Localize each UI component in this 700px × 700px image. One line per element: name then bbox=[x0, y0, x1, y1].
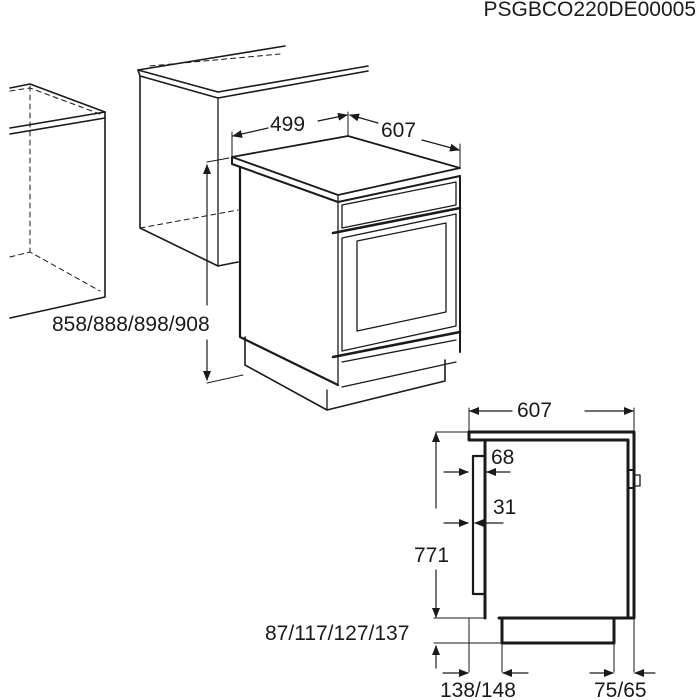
depth-607-label: 607 bbox=[381, 119, 416, 142]
body-height-771-label: 771 bbox=[414, 544, 449, 567]
width-499-label: 499 bbox=[270, 113, 305, 136]
door-offset-68-label: 68 bbox=[491, 446, 514, 469]
height-range-label: 858/888/898/908 bbox=[52, 313, 210, 336]
plinth-height-label: 87/117/127/137 bbox=[265, 622, 409, 645]
cooker-side-view bbox=[467, 430, 641, 645]
left-cabinet bbox=[9, 83, 106, 319]
front-plinth-offset-label: 138/148 bbox=[440, 679, 516, 700]
panel-offset-31-label: 31 bbox=[493, 496, 516, 519]
cooker-perspective bbox=[231, 135, 462, 411]
perspective-dimensions bbox=[203, 111, 461, 384]
rear-plinth-offset-label: 75/65 bbox=[594, 679, 647, 700]
side-view-dimensions bbox=[432, 407, 656, 677]
side-depth-607-label: 607 bbox=[517, 399, 552, 422]
document-code: PSGBCO220DE00005 bbox=[483, 0, 696, 21]
right-wall-cabinet bbox=[137, 45, 369, 267]
